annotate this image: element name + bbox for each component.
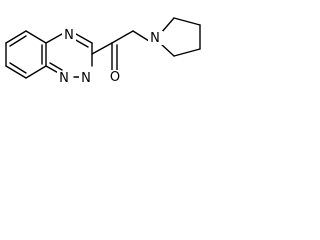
bond-c5-c6-inner (9, 35, 27, 47)
side-chain (91, 30, 150, 71)
atom-labels: N N N N O (57, 27, 163, 86)
bond-n1-c8a-inner (49, 62, 63, 71)
bond-c8-c8a (25, 65, 47, 79)
bond-c4a-n4 (45, 33, 63, 44)
atom-o-carbonyl: O (110, 70, 120, 85)
bond-c5-c6 (5, 30, 27, 44)
benzene-ring (5, 30, 47, 79)
bond-n-c2p (160, 17, 175, 34)
bond-c7-c8-inner (9, 62, 27, 74)
atom-n2: N (81, 71, 91, 86)
bond-c2p-c3p (173, 17, 201, 26)
bond-c7-c8 (5, 65, 27, 79)
molecule-structure: N N N N O (5, 17, 201, 86)
atom-n-pyrrolidine: N (150, 31, 160, 46)
bond-n4-c3 (75, 33, 93, 44)
atom-n4: N (64, 28, 74, 43)
bond-ccarbonyl-ch2 (111, 30, 134, 44)
bond-ch2-npyrrolidine (132, 30, 150, 42)
bond-c4p-c5p (173, 48, 201, 57)
bond-c4a-c5 (25, 30, 47, 44)
pyrrolidine-ring (160, 17, 201, 57)
atom-n1: N (59, 71, 69, 86)
bond-n4-c3-inner (73, 38, 89, 48)
bond-c5p-n (160, 43, 175, 57)
bond-c3-ccarbonyl (91, 42, 113, 55)
